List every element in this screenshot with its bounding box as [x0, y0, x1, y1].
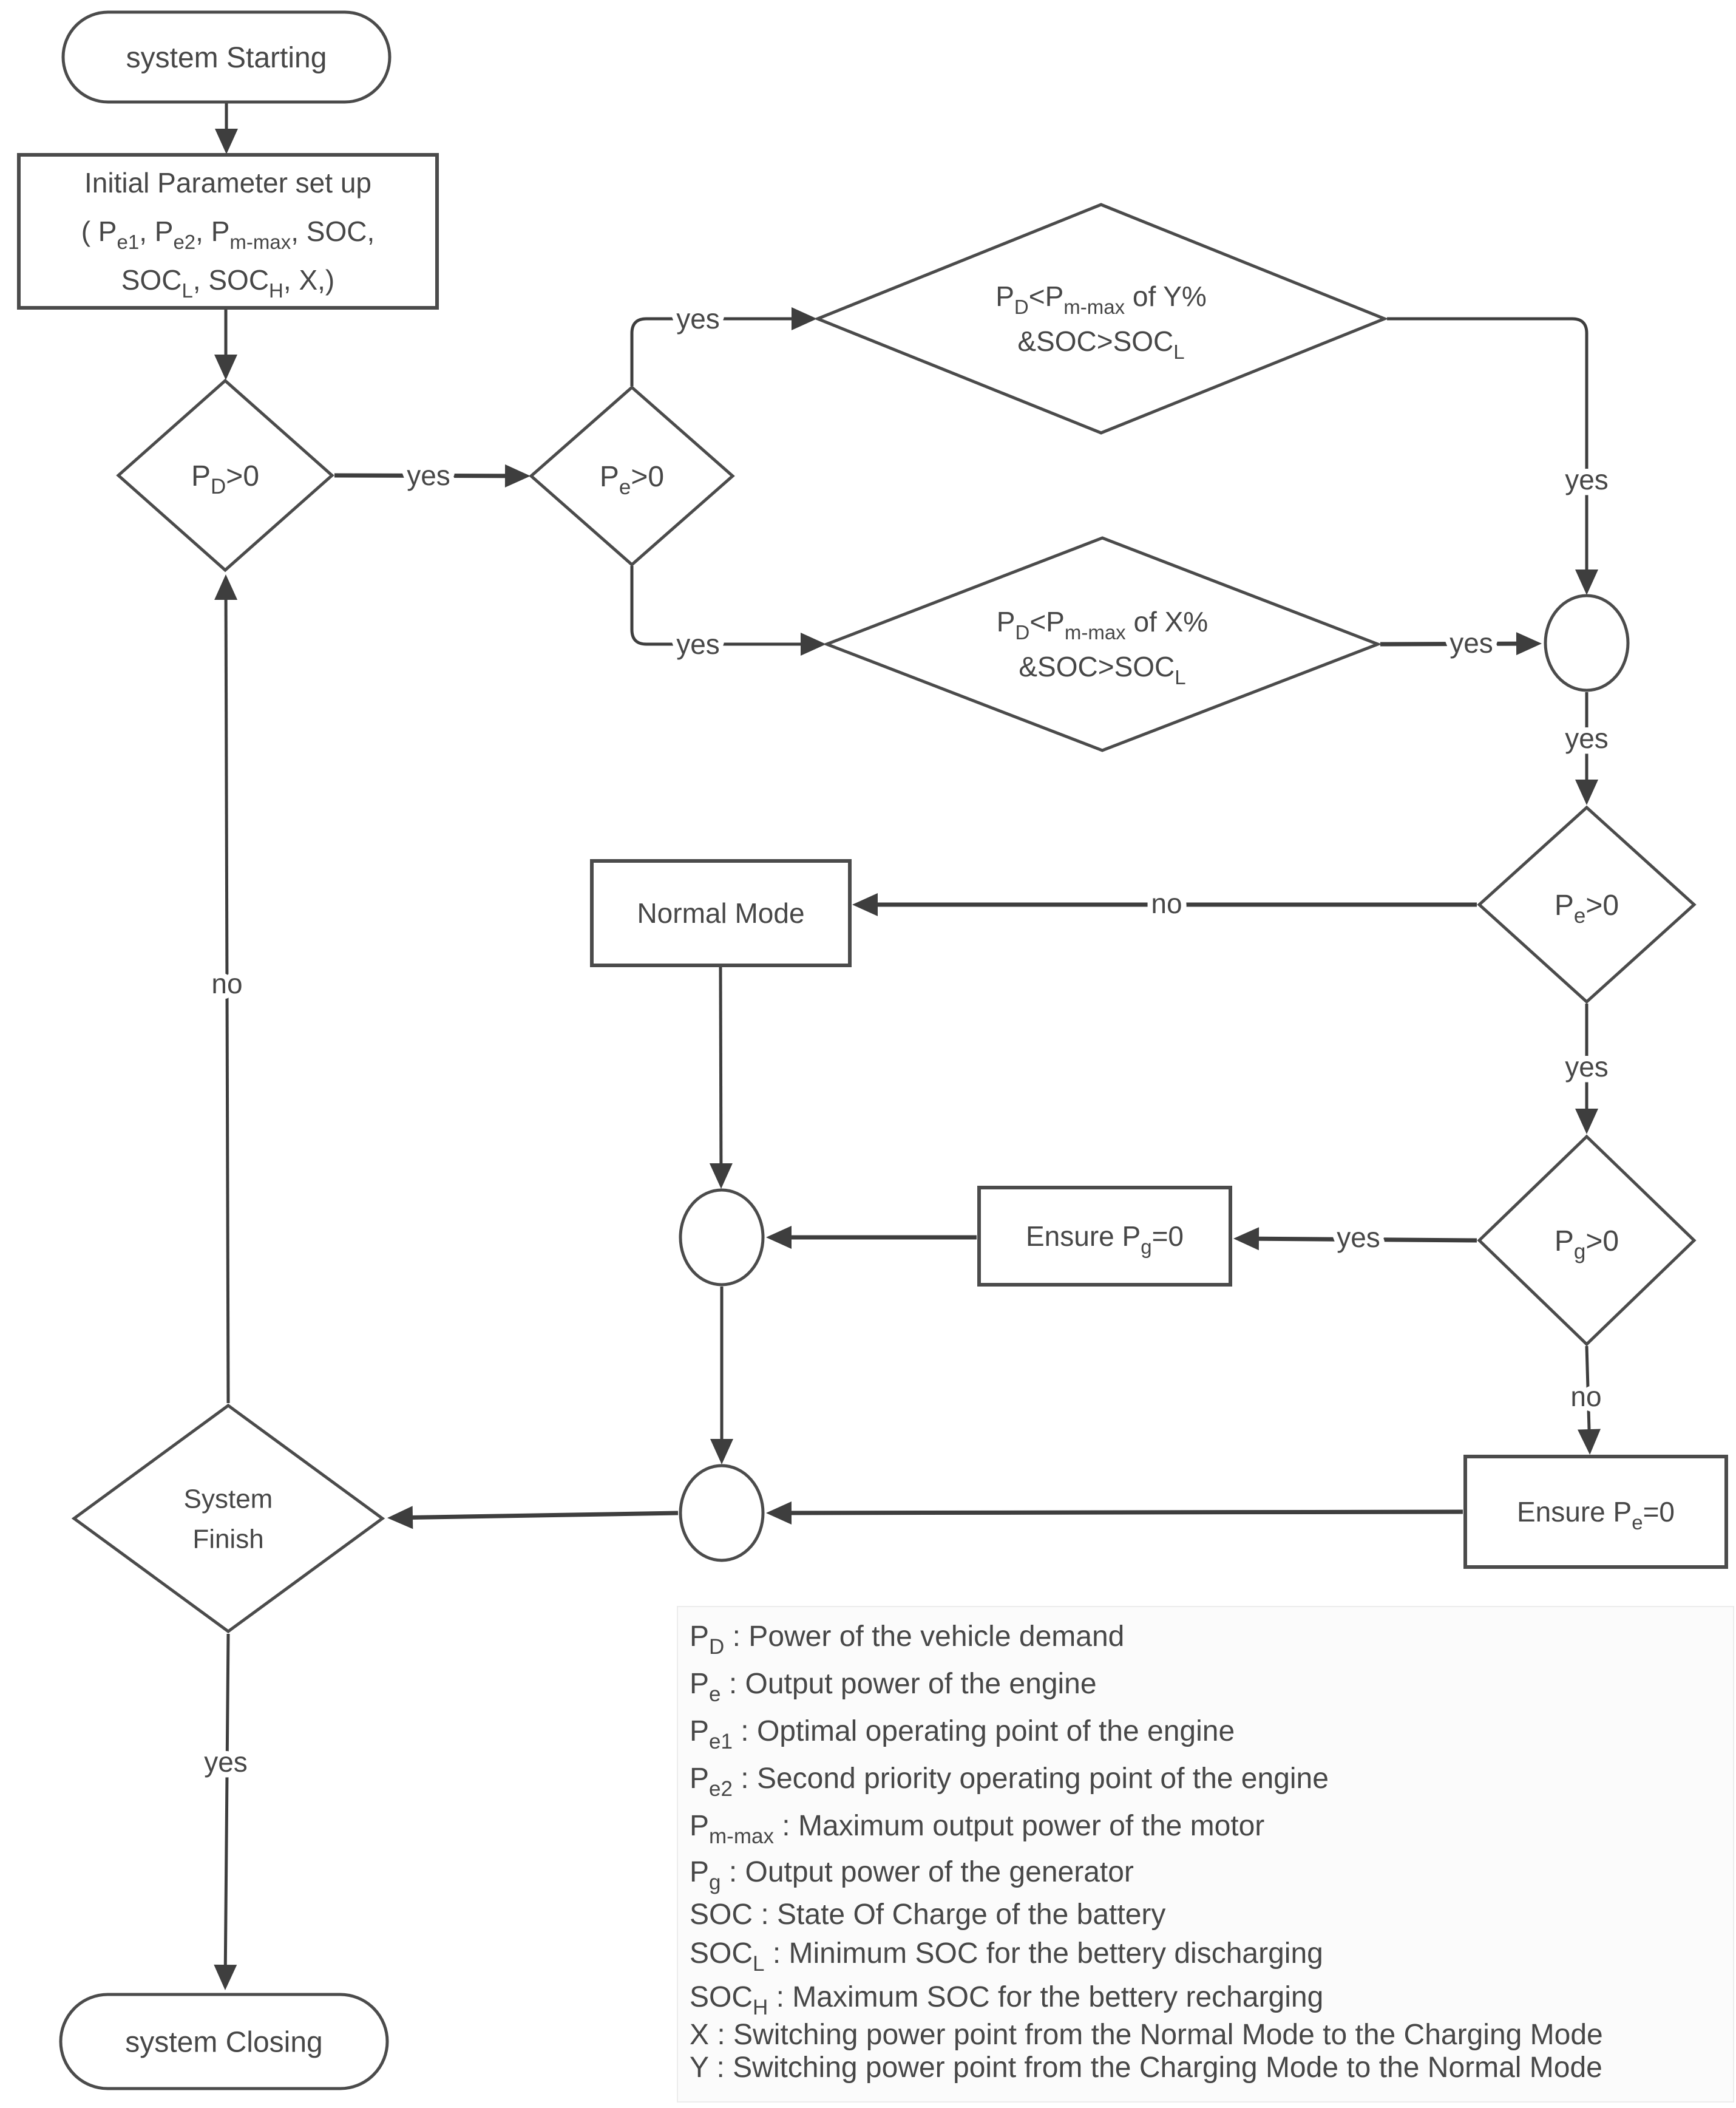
legend-line-6: SOC : State Of Charge of the battery — [690, 1899, 1165, 1931]
node-label-finish: System — [184, 1484, 273, 1514]
node-label-normal: Normal Mode — [637, 897, 804, 929]
edge-label-pe1-xdia: yes — [676, 628, 720, 660]
node-label-init: Initial Parameter set up — [84, 167, 371, 199]
node-label-finish: Finish — [192, 1524, 263, 1554]
edge-pe1-xdia — [630, 566, 826, 656]
edge-pe1-ydia — [630, 307, 817, 386]
legend-line-1: Pe : Output power of the engine — [690, 1668, 1097, 1706]
node-label-ydia: PD<Pm-max of Y% — [995, 280, 1207, 318]
node-connector-middle — [679, 1188, 765, 1287]
node-normal-mode-process — [590, 859, 852, 967]
node-decision-pg-gt-0 — [1477, 1134, 1697, 1347]
node-label-pg0: Pg>0 — [1555, 1225, 1619, 1263]
edge-c3-finish — [387, 1506, 679, 1529]
node-decision-pe-gt-0-second — [1477, 805, 1697, 1004]
node-connector-right — [1544, 594, 1630, 692]
edge-label-xdia-c1: yes — [1449, 627, 1493, 659]
node-label-init: SOCL, SOCH, X,) — [121, 264, 334, 302]
node-label-xdia: PD<Pm-max of X% — [997, 606, 1208, 644]
edge-pg0-ensurepe — [1578, 1345, 1601, 1455]
node-label-ensurepe: Ensure Pe=0 — [1517, 1496, 1675, 1534]
node-decision-system-finish — [71, 1403, 385, 1634]
node-connector-bottom — [679, 1464, 765, 1562]
legend-panel — [677, 1606, 1734, 2103]
node-label-pe2: Pe>0 — [1555, 889, 1619, 928]
node-label-xdia: &SOC>SOCL — [1019, 651, 1185, 688]
node-init-parameter-process — [17, 153, 439, 310]
legend-line-8: SOCH : Maximum SOC for the bettery recha… — [690, 1981, 1323, 2019]
edge-label-pd0-pe1: yes — [407, 460, 450, 491]
edge-label-pg0-ensurepg: yes — [1337, 1222, 1380, 1253]
node-start-terminator — [61, 10, 392, 104]
edge-label-ydia-c1: yes — [1565, 464, 1609, 495]
edge-ydia-c1 — [1387, 317, 1598, 595]
edge-label-pg0-ensurepe: no — [1570, 1381, 1601, 1412]
node-ensure-pe-zero-process — [1463, 1455, 1728, 1569]
legend-line-2: Pe1 : Optimal operating point of the eng… — [690, 1715, 1235, 1753]
node-decision-y-percent — [813, 203, 1389, 435]
node-label-pd0: PD>0 — [191, 460, 259, 498]
node-label-init: ( Pe1, Pe2, Pm-max, SOC, — [81, 216, 375, 253]
node-label-ydia: &SOC>SOCL — [1017, 325, 1184, 363]
legend-line-9: X : Switching power point from the Norma… — [690, 2019, 1603, 2051]
edge-label-finish-pd0: no — [211, 968, 242, 999]
edge-label-pe2-normal: no — [1151, 888, 1182, 919]
legend-line-10: Y : Switching power point from the Charg… — [690, 2052, 1602, 2084]
node-decision-pe-gt-0-first — [529, 385, 735, 567]
edge-finish-pd0 — [214, 574, 238, 1404]
edge-label-c1-pe2: yes — [1565, 722, 1609, 754]
edge-label-pe2-pg0: yes — [1565, 1051, 1609, 1083]
node-label-closing: system Closing — [125, 2026, 322, 2058]
edge-label-pe1-ydia: yes — [676, 303, 720, 335]
node-decision-pd-gt-0 — [116, 378, 334, 573]
node-decision-x-percent — [822, 536, 1382, 752]
node-label-pe1: Pe>0 — [600, 461, 664, 499]
node-label-start: system Starting — [126, 42, 327, 74]
legend-line-7: SOCL : Minimum SOC for the bettery disch… — [690, 1937, 1323, 1976]
edge-ensurepe-c3 — [766, 1501, 1463, 1525]
legend-line-3: Pe2 : Second priority operating point of… — [690, 1763, 1329, 1801]
legend-line-0: PD : Power of the vehicle demand — [690, 1620, 1124, 1659]
node-ensure-pg-zero-process — [977, 1186, 1232, 1287]
node-label-ensurepg: Ensure Pg=0 — [1026, 1220, 1184, 1258]
node-closing-terminator — [59, 1993, 389, 2090]
edge-pg0-ensurepg — [1233, 1227, 1477, 1251]
legend-line-4: Pm-max : Maximum output power of the mot… — [690, 1810, 1264, 1848]
edge-finish-closing — [214, 1633, 237, 1990]
edge-label-finish-closing: yes — [204, 1746, 248, 1778]
edge-pd0-pe1 — [334, 464, 531, 488]
legend-line-5: Pg : Output power of the generator — [690, 1856, 1134, 1894]
